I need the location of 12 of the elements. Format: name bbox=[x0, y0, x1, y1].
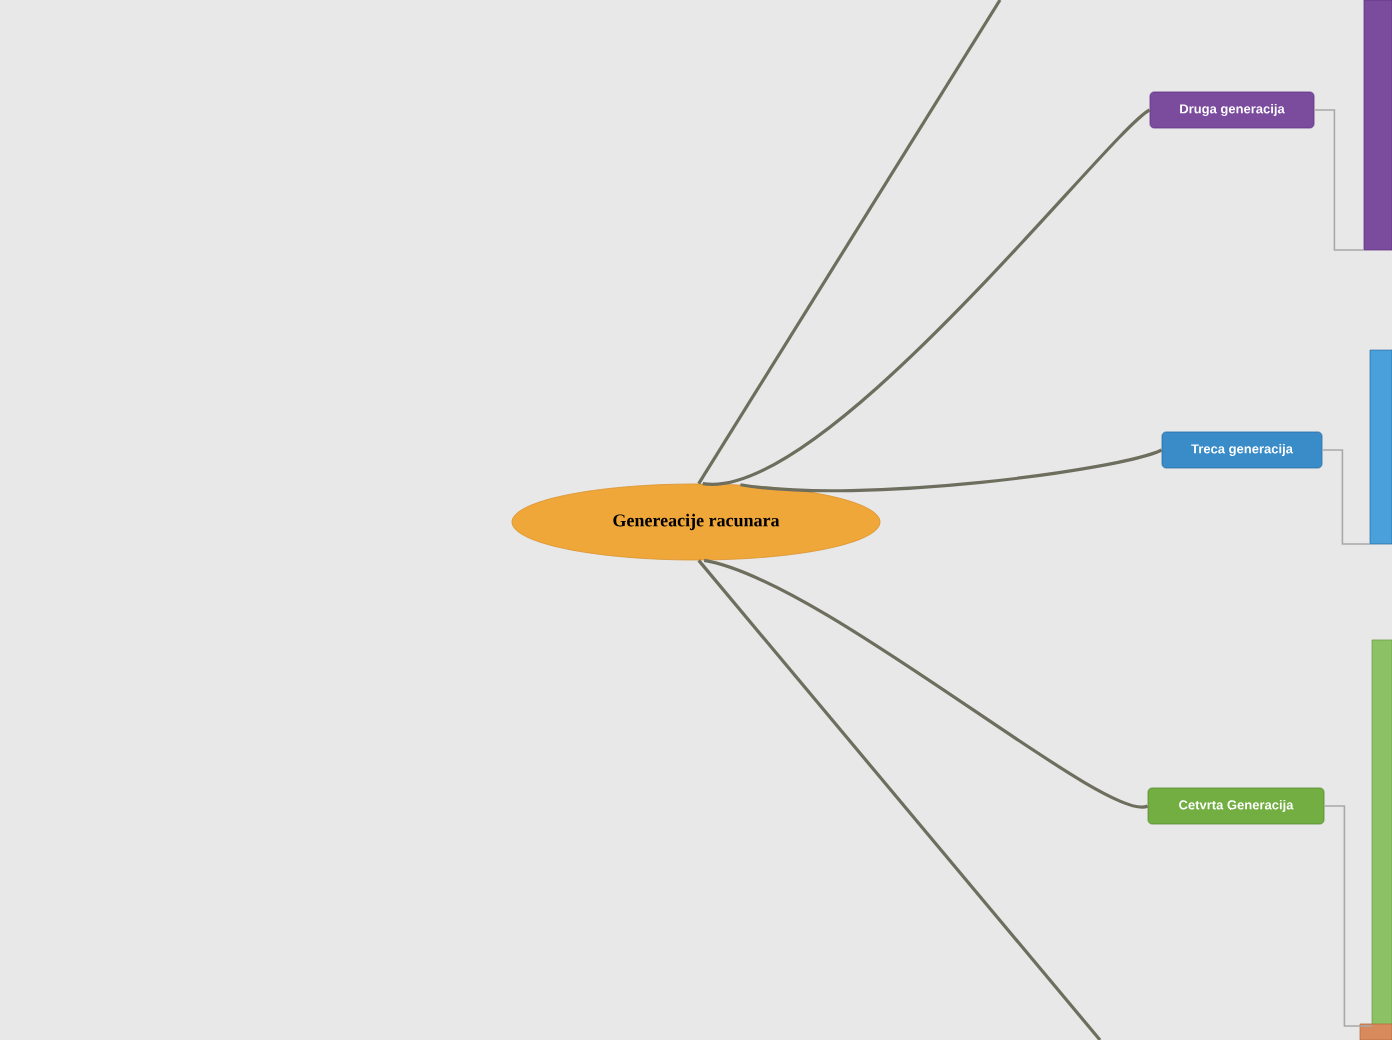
connector-line bbox=[1321, 449, 1371, 545]
branch-line bbox=[697, 0, 1002, 485]
branch-line bbox=[697, 559, 1102, 1040]
note-panel bbox=[1369, 349, 1392, 545]
note-panel bbox=[1371, 639, 1392, 1027]
connector-line bbox=[1323, 805, 1373, 1027]
note-panel bbox=[1363, 0, 1392, 251]
branch-line bbox=[702, 108, 1151, 486]
note-panel bbox=[1359, 1023, 1392, 1040]
connector-line bbox=[1313, 109, 1365, 251]
branch-line bbox=[740, 448, 1163, 493]
branch-line bbox=[703, 558, 1148, 808]
